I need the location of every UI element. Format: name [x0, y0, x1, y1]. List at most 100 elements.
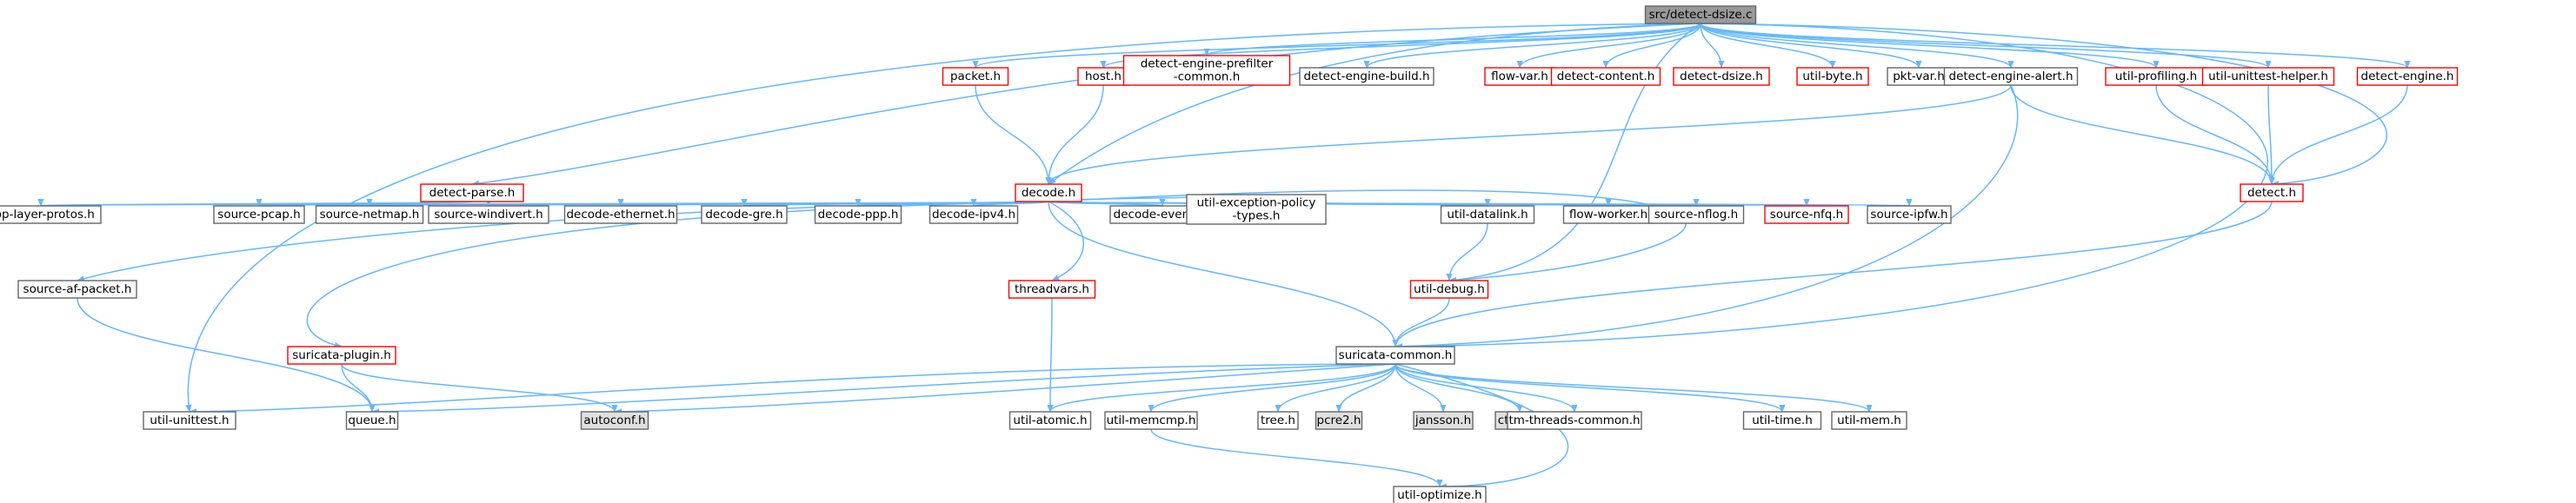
node-parse[interactable]: detect-parse.h [420, 183, 524, 202]
node-engine[interactable]: detect-engine.h [2356, 67, 2459, 86]
edges-layer [39, 23, 2411, 490]
node-alert[interactable]: detect-engine-alert.h [1943, 67, 2079, 86]
edge-alert-to-detect [2010, 84, 2275, 185]
node-pcre2[interactable]: pcre2.h [1315, 411, 1363, 430]
node-ipv4[interactable]: decode-ipv4.h [929, 205, 1019, 224]
edge-decode-to-ipfw [1048, 198, 1910, 207]
node-box [1647, 205, 1745, 224]
node-box [213, 205, 305, 224]
edge-common-to-ctype [1395, 363, 1523, 413]
node-label: -types.h [1233, 209, 1281, 223]
node-label: source-nfq.h [1770, 208, 1843, 222]
node-ppp[interactable]: decode-ppp.h [814, 205, 902, 224]
node-box [2356, 67, 2459, 86]
node-label: util-optimize.h [1397, 488, 1482, 502]
node-label: source-nflog.h [1654, 208, 1738, 222]
node-utildebug[interactable]: util-debug.h [1409, 280, 1489, 299]
edge-root-to-build [1363, 23, 1701, 69]
node-label: threadvars.h [1015, 282, 1089, 296]
node-box [929, 205, 1019, 224]
node-label: util-time.h [1752, 414, 1813, 427]
node-label: queue.h [348, 414, 396, 427]
node-label: app-layer-protos.h [0, 208, 95, 222]
node-box [1644, 5, 1757, 24]
node-utiltime[interactable]: util-time.h [1742, 411, 1822, 430]
node-dsize[interactable]: detect-dsize.h [1673, 67, 1770, 86]
node-box [428, 205, 549, 224]
node-plugin[interactable]: suricata-plugin.h [287, 346, 396, 365]
node-optimize[interactable]: util-optimize.h [1393, 486, 1487, 503]
edge-packet-to-decode [975, 84, 1052, 185]
node-memcmp[interactable]: util-memcmp.h [1104, 411, 1198, 430]
node-windivert[interactable]: source-windivert.h [428, 205, 549, 224]
node-box [2201, 67, 2335, 86]
node-label: source-windivert.h [434, 208, 542, 222]
node-unithelper[interactable]: util-unittest-helper.h [2201, 67, 2335, 86]
node-datalink[interactable]: util-datalink.h [1440, 205, 1535, 224]
node-utilmem[interactable]: util-mem.h [1831, 411, 1907, 430]
node-tree[interactable]: tree.h [1257, 411, 1299, 430]
node-decode[interactable]: decode.h [1015, 183, 1082, 202]
node-box [420, 183, 524, 202]
node-box [1943, 67, 2079, 86]
node-applayer[interactable]: app-layer-protos.h [0, 205, 102, 224]
node-box [1393, 486, 1487, 503]
node-flowworker[interactable]: flow-worker.h [1562, 205, 1654, 224]
node-box [17, 280, 137, 299]
node-content[interactable]: detect-content.h [1550, 67, 1661, 86]
node-autoconf[interactable]: autoconf.h [580, 411, 649, 430]
node-pcap[interactable]: source-pcap.h [213, 205, 305, 224]
node-label: detect-engine-prefilter [1141, 57, 1274, 71]
node-utilbyte[interactable]: util-byte.h [1796, 67, 1869, 86]
node-pktvar[interactable]: pkt-var.h [1887, 67, 1951, 86]
node-box [1413, 411, 1474, 430]
edge-root-to-engine [1700, 23, 2411, 69]
node-threadvars[interactable]: threadvars.h [1008, 280, 1096, 299]
edge-profiling-to-detect [2155, 84, 2275, 185]
node-label: util-atomic.h [1013, 414, 1087, 427]
node-root[interactable]: src/detect-dsize.c [1644, 5, 1757, 24]
node-jansson[interactable]: jansson.h [1413, 411, 1474, 430]
node-label: detect-engine-alert.h [1949, 69, 2073, 83]
edge-memcmp-to-optimize [1150, 428, 1443, 487]
edge-afpacket-to-queue [77, 297, 376, 413]
edge-root-to-packet [972, 23, 1701, 69]
edge-detect-to-common [1392, 201, 2273, 347]
node-profiling[interactable]: util-profiling.h [2105, 67, 2207, 86]
node-afpacket[interactable]: source-af-packet.h [17, 280, 137, 299]
node-label: pkt-var.h [1893, 69, 1945, 83]
node-detect[interactable]: detect.h [2240, 183, 2304, 202]
edge-common-to-utilmem [1395, 363, 1873, 413]
node-ipfw[interactable]: source-ipfw.h [1867, 205, 1952, 224]
node-tmthreads[interactable]: tm-threads-common.h [1507, 411, 1642, 430]
node-queue[interactable]: queue.h [345, 411, 399, 430]
node-flowvar[interactable]: flow-var.h [1484, 67, 1555, 86]
node-gre[interactable]: decode-gre.h [701, 205, 788, 224]
node-box [1673, 67, 1770, 86]
node-build[interactable]: detect-engine-build.h [1299, 67, 1434, 86]
edge-root-to-parse [471, 23, 1701, 187]
edge-root-to-unithelper [1700, 23, 2272, 69]
node-nfq[interactable]: source-nfq.h [1764, 205, 1849, 224]
node-label: -common.h [1174, 70, 1241, 84]
node-netmap[interactable]: source-netmap.h [315, 205, 424, 224]
node-box [1796, 67, 1869, 86]
node-box [1335, 346, 1455, 365]
node-ethernet[interactable]: decode-ethernet.h [563, 205, 678, 224]
node-label: packet.h [950, 69, 1001, 83]
node-unittest[interactable]: util-unittest.h [143, 411, 236, 430]
node-box [814, 205, 902, 224]
node-packet[interactable]: packet.h [942, 67, 1009, 86]
node-atomic[interactable]: util-atomic.h [1008, 411, 1092, 430]
node-common[interactable]: suricata-common.h [1335, 346, 1455, 365]
node-label: source-ipfw.h [1870, 208, 1947, 222]
node-prefilter[interactable]: detect-engine-prefilter-common.h [1122, 55, 1291, 86]
node-label: detect.h [2247, 186, 2296, 200]
node-label: util-datalink.h [1447, 208, 1528, 222]
edge-common-to-unittest [189, 363, 1396, 415]
edge-decode-to-threadvars [1048, 201, 1084, 281]
node-nflog[interactable]: source-nflog.h [1647, 205, 1745, 224]
node-host[interactable]: host.h [1077, 67, 1129, 86]
node-box [1440, 205, 1535, 224]
node-exception[interactable]: util-exception-policy-types.h [1186, 194, 1327, 225]
